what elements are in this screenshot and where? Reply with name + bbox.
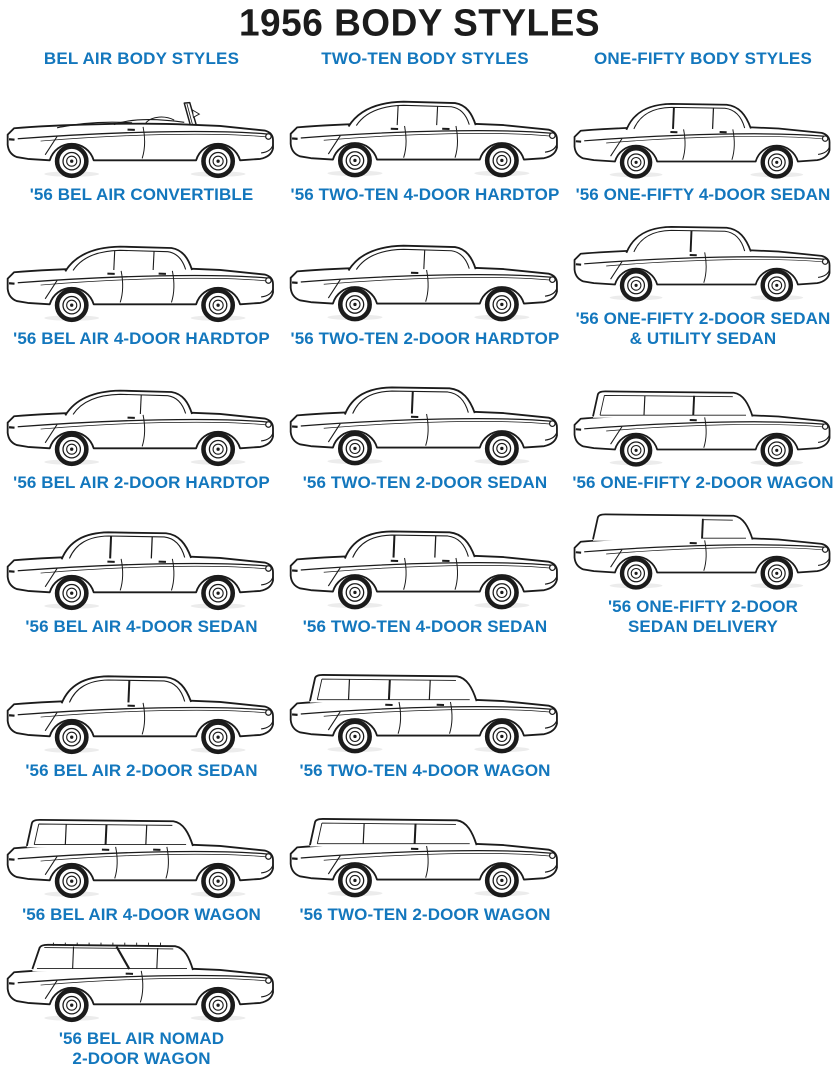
body-style-caption: '56 BEL AIR 2-DOOR SEDAN xyxy=(25,760,258,780)
body-style-cell: '56 TWO-TEN 2-DOOR WAGON xyxy=(283,792,567,936)
column-header-bel-air: BEL AIR BODY STYLES xyxy=(43,48,240,68)
four-door-wagon-car-drawing xyxy=(4,808,279,903)
two-door-sedan-car-drawing xyxy=(4,664,279,759)
body-style-caption: '56 BEL AIR 4-DOOR WAGON xyxy=(22,904,261,924)
four-door-sedan-car-drawing xyxy=(571,92,835,183)
body-style-caption: '56 TWO-TEN 4-DOOR WAGON xyxy=(299,760,551,780)
column-header-two-ten: TWO-TEN BODY STYLES xyxy=(321,48,529,68)
two-door-wagon-car-drawing xyxy=(571,380,835,471)
body-style-cell: '56 BEL AIR 4-DOOR SEDAN xyxy=(0,504,283,648)
body-style-caption: '56 TWO-TEN 4-DOOR HARDTOP xyxy=(290,184,560,204)
four-door-hardtop-car-drawing xyxy=(4,232,279,327)
column-headers: BEL AIR BODY STYLES TWO-TEN BODY STYLES … xyxy=(0,45,839,72)
convertible-car-drawing xyxy=(4,88,279,183)
body-style-cell: '56 ONE-FIFTY 2-DOOR SEDAN & UTILITY SED… xyxy=(567,216,839,360)
body-style-caption: '56 BEL AIR NOMAD 2-DOOR WAGON xyxy=(58,1028,225,1068)
two-door-wagon-car-drawing xyxy=(287,807,562,902)
two-door-hardtop-car-drawing xyxy=(287,231,562,326)
body-style-caption: '56 BEL AIR 4-DOOR HARDTOP xyxy=(13,328,270,348)
body-style-cell: '56 TWO-TEN 4-DOOR SEDAN xyxy=(283,504,567,648)
body-style-cell: '56 BEL AIR 2-DOOR HARDTOP xyxy=(0,360,283,504)
body-style-cell: '56 TWO-TEN 2-DOOR HARDTOP xyxy=(283,216,567,360)
body-style-caption: '56 TWO-TEN 2-DOOR WAGON xyxy=(299,904,551,924)
body-style-cell: '56 ONE-FIFTY 2-DOOR SEDAN DELIVERY xyxy=(567,504,839,648)
two-door-hardtop-car-drawing xyxy=(4,376,279,471)
body-style-caption: '56 TWO-TEN 2-DOOR SEDAN xyxy=(302,472,548,492)
body-style-cell: '56 TWO-TEN 2-DOOR SEDAN xyxy=(283,360,567,504)
body-style-caption: '56 ONE-FIFTY 2-DOOR WAGON xyxy=(572,472,834,492)
body-style-cell: '56 BEL AIR 4-DOOR HARDTOP xyxy=(0,216,283,360)
body-style-caption: '56 TWO-TEN 4-DOOR SEDAN xyxy=(302,616,548,636)
four-door-sedan-car-drawing xyxy=(4,520,279,615)
body-style-cell: '56 BEL AIR 4-DOOR WAGON xyxy=(0,792,283,936)
body-style-caption: '56 ONE-FIFTY 4-DOOR SEDAN xyxy=(575,184,831,204)
two-door-sedan-car-drawing xyxy=(287,375,562,470)
body-style-cell: '56 BEL AIR CONVERTIBLE xyxy=(0,72,283,216)
four-door-wagon-car-drawing xyxy=(287,663,562,758)
body-style-caption: '56 ONE-FIFTY 2-DOOR SEDAN DELIVERY xyxy=(608,596,798,636)
body-style-cell: '56 BEL AIR 2-DOOR SEDAN xyxy=(0,648,283,792)
body-style-caption: '56 ONE-FIFTY 2-DOOR SEDAN & UTILITY SED… xyxy=(575,308,831,348)
page-title: 1956 BODY STYLES xyxy=(238,1,601,44)
body-style-caption: '56 BEL AIR 4-DOOR SEDAN xyxy=(25,616,258,636)
body-style-cell: '56 ONE-FIFTY 2-DOOR WAGON xyxy=(567,360,839,504)
sedan-delivery-car-drawing xyxy=(571,503,835,594)
body-style-cell: '56 TWO-TEN 4-DOOR WAGON xyxy=(283,648,567,792)
body-style-caption: '56 TWO-TEN 2-DOOR HARDTOP xyxy=(290,328,560,348)
body-style-cell: '56 ONE-FIFTY 4-DOOR SEDAN xyxy=(567,72,839,216)
two-door-sedan-car-drawing xyxy=(571,215,835,306)
body-style-cell: '56 BEL AIR NOMAD 2-DOOR WAGON xyxy=(0,936,283,1080)
body-style-cell: '56 TWO-TEN 4-DOOR HARDTOP xyxy=(283,72,567,216)
four-door-sedan-car-drawing xyxy=(287,519,562,614)
body-styles-grid: '56 BEL AIR CONVERTIBLE '56 TWO-TEN 4-DO… xyxy=(0,72,839,1080)
column-header-one-fifty: ONE-FIFTY BODY STYLES xyxy=(594,48,812,68)
body-style-caption: '56 BEL AIR CONVERTIBLE xyxy=(29,184,254,204)
body-style-caption: '56 BEL AIR 2-DOOR HARDTOP xyxy=(13,472,270,492)
four-door-hardtop-car-drawing xyxy=(287,87,562,182)
nomad-wagon-car-drawing xyxy=(4,932,279,1027)
